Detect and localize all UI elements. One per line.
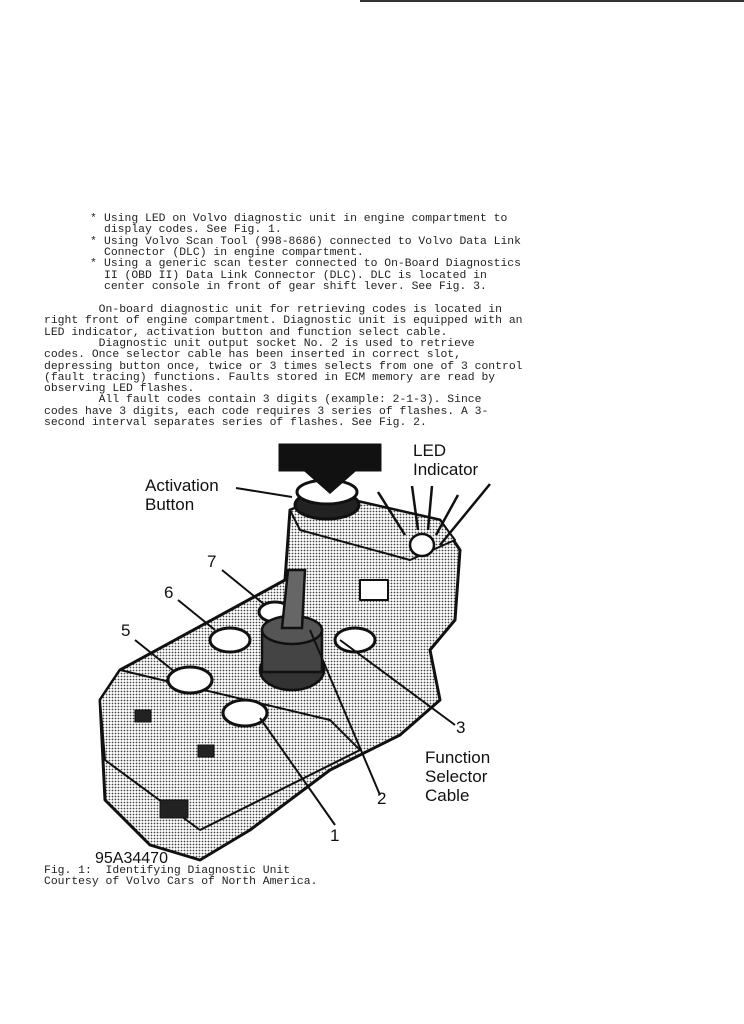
figure-id: 95A34470: [95, 850, 168, 867]
label-activation-button: Activation Button: [145, 476, 219, 514]
callout-3: 3: [456, 718, 466, 737]
paragraph-line: right front of engine compartment. Diagn…: [44, 315, 523, 328]
bullet-line: Using a generic scan tester connected to…: [104, 258, 521, 271]
callout-1: 1: [330, 826, 340, 845]
callout-6: 6: [164, 583, 174, 602]
paragraph-line: codes. Once selector cable has been inse…: [44, 349, 461, 362]
paragraph-line: LED indicator, activation button and fun…: [44, 326, 448, 339]
bullet-line: display codes. See Fig. 1.: [104, 224, 282, 237]
label-led-indicator: LED Indicator: [413, 441, 479, 479]
bullet-line: Using Volvo Scan Tool (998-8686) connect…: [104, 235, 521, 248]
figure-credit: Courtesy of Volvo Cars of North America.: [44, 876, 318, 888]
bullet-marker: *: [90, 213, 97, 225]
activation-button-graphic: [278, 443, 382, 521]
paragraph-line: Diagnostic unit output socket No. 2 is u…: [44, 337, 475, 350]
figure-caption: Fig. 1: Identifying Diagnostic Unit: [44, 865, 291, 877]
callout-7: 7: [207, 552, 217, 571]
bullet-line: Using LED on Volvo diagnostic unit in en…: [104, 213, 508, 225]
bullet-line: center console in front of gear shift le…: [104, 280, 487, 293]
bullet-marker: *: [90, 258, 97, 271]
callout-2: 2: [377, 789, 387, 808]
bullet-line: Connector (DLC) in engine compartment.: [104, 246, 364, 259]
led-graphic: [376, 483, 491, 558]
callout-5: 5: [121, 621, 131, 640]
bullet-line: II (OBD II) Data Link Connector (DLC). D…: [104, 269, 487, 282]
paragraph-line: depressing button once, twice or 3 times…: [44, 360, 523, 373]
paragraph-line: second interval separates series of flas…: [44, 417, 427, 429]
paragraph-line: (fault tracing) functions. Faults stored…: [44, 371, 496, 384]
press-arrow-icon: [278, 443, 382, 494]
scan-edge-line: [360, 0, 744, 2]
paragraph-line: All fault codes contain 3 digits (exampl…: [44, 394, 482, 407]
paragraph-line: On-board diagnostic unit for retrieving …: [44, 304, 502, 316]
paragraph-line: codes have 3 digits, each code requires …: [44, 405, 489, 418]
paragraph-line: observing LED flashes.: [44, 383, 195, 396]
leader-lines: [134, 487, 456, 826]
bullet-marker: *: [90, 235, 97, 248]
label-function-selector-cable: Function Selector Cable: [425, 748, 491, 805]
selector-cable: [258, 568, 326, 692]
